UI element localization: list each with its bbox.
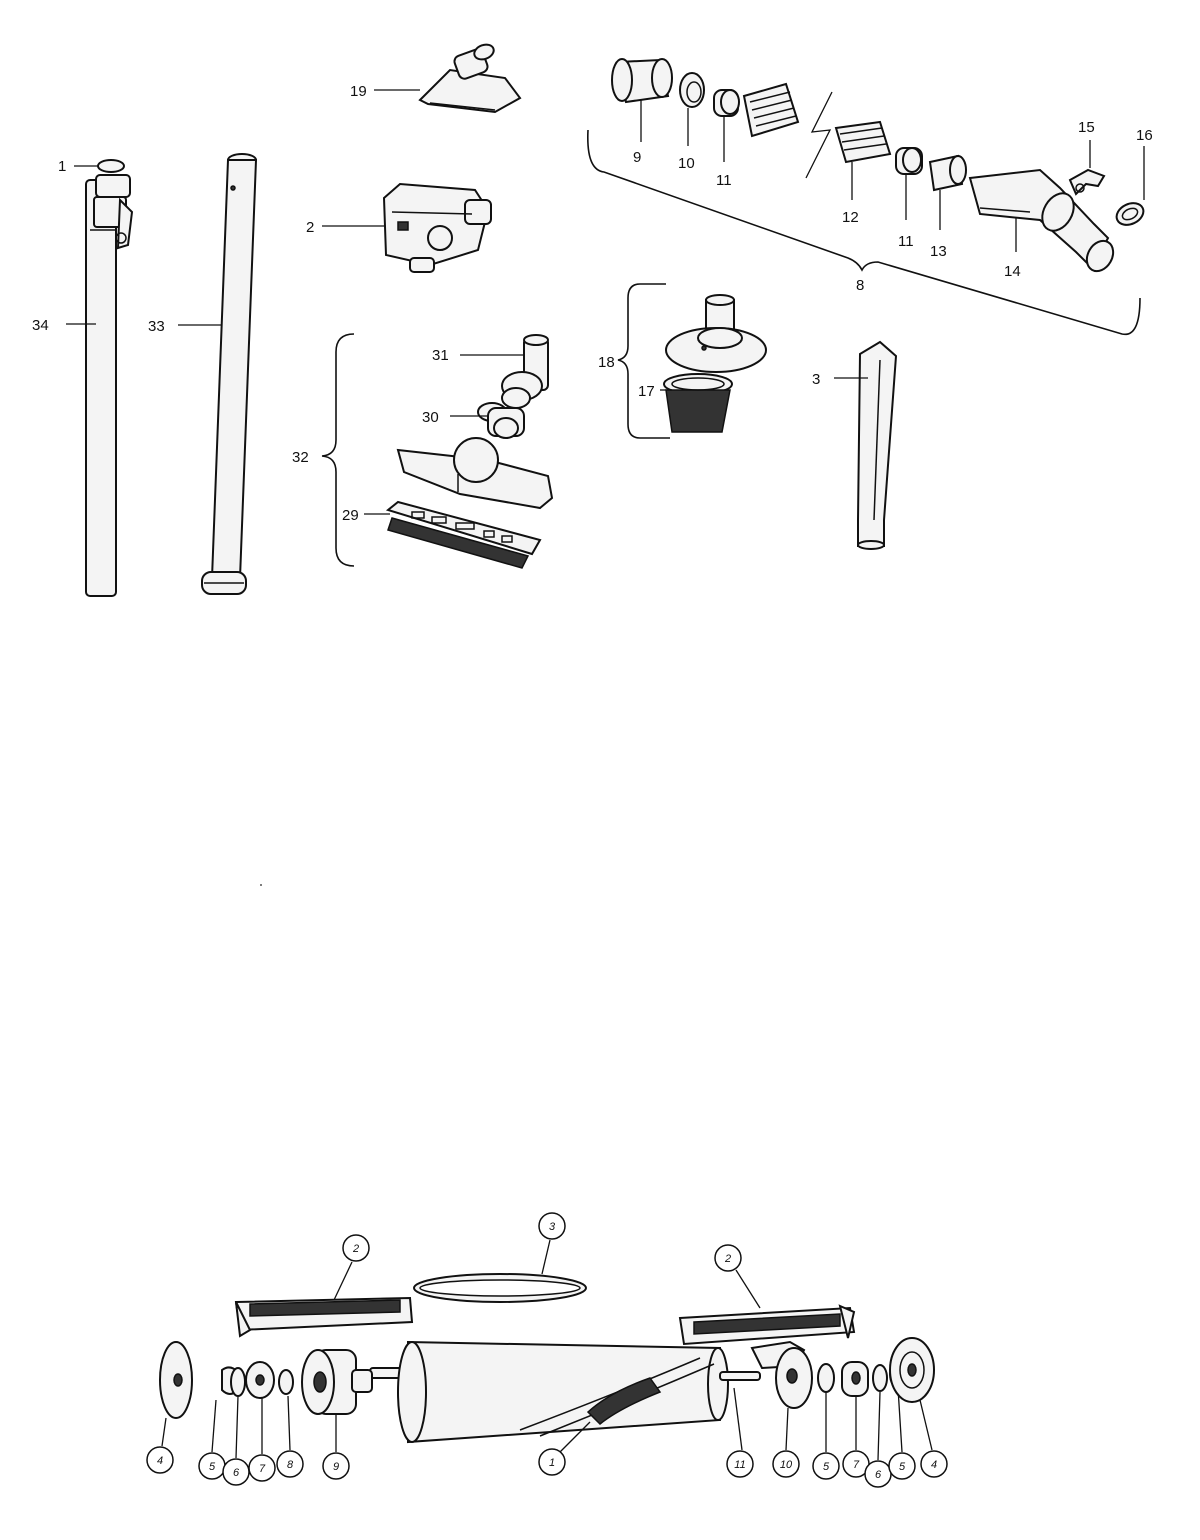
clip-15 <box>1068 168 1106 196</box>
label-14: 14 <box>1004 263 1021 280</box>
hose-section-12 <box>834 120 892 164</box>
callout-4-left <box>146 1446 174 1474</box>
end-cap-left <box>159 1341 193 1419</box>
wand-33 <box>201 153 258 595</box>
label-29: 29 <box>342 507 359 524</box>
label-c7b: 7 <box>853 1459 860 1471</box>
label-2: 2 <box>306 219 314 236</box>
label-11b: 11 <box>898 233 914 250</box>
label-c3: 3 <box>549 1221 556 1233</box>
label-c6b: 6 <box>875 1469 882 1481</box>
label-17: 17 <box>638 383 655 400</box>
callout-9 <box>322 1452 350 1480</box>
label-34: 34 <box>32 317 49 334</box>
brushroll-body <box>369 1340 761 1444</box>
label-c4a: 4 <box>157 1455 163 1467</box>
callout-2-right <box>714 1244 742 1272</box>
callout-7-left <box>248 1454 276 1482</box>
label-c7a: 7 <box>259 1463 266 1475</box>
label-c8a: 8 <box>287 1459 294 1471</box>
label-8: 8 <box>856 277 864 294</box>
end-housing-right-10 <box>750 1340 813 1409</box>
label-c5b: 5 <box>823 1461 830 1473</box>
label-18: 18 <box>598 354 615 371</box>
callout-11 <box>726 1450 754 1478</box>
bearing-left-7 <box>245 1361 275 1399</box>
bearing-right-7 <box>841 1361 869 1397</box>
hose-section-left <box>742 82 800 138</box>
swivel-elbow-31 <box>501 334 549 409</box>
callout-2-left <box>342 1234 370 1262</box>
pulley-left-9 <box>301 1349 373 1415</box>
label-c2b: 2 <box>724 1253 731 1265</box>
label-c1: 1 <box>549 1457 555 1469</box>
label-3: 3 <box>812 371 820 388</box>
dusting-brush-body-18 <box>665 294 767 373</box>
label-c9: 9 <box>333 1461 339 1473</box>
floor-nozzle-body <box>396 437 554 510</box>
end-cap-right <box>889 1337 935 1403</box>
brush-strip-right <box>678 1304 856 1346</box>
label-30: 30 <box>422 409 439 426</box>
callout-10 <box>772 1450 800 1478</box>
label-32: 32 <box>292 449 309 466</box>
clip-16 <box>1115 202 1145 226</box>
label-c5a: 5 <box>209 1461 216 1473</box>
label-c2a: 2 <box>352 1243 359 1255</box>
label-c11: 11 <box>734 1459 745 1471</box>
label-c10: 10 <box>780 1459 793 1471</box>
washer-right-5 <box>817 1363 835 1393</box>
callout-3 <box>538 1212 566 1240</box>
hose-handle-14 <box>968 168 1115 273</box>
label-1: 1 <box>58 158 66 175</box>
floor-brush-29 <box>385 500 542 569</box>
label-c6a: 6 <box>233 1467 240 1479</box>
coupling-10 <box>679 72 705 108</box>
label-12: 12 <box>842 209 859 226</box>
crevice-tool-3 <box>857 340 898 550</box>
callout-8-left <box>276 1450 304 1478</box>
callout-5-right <box>888 1452 916 1480</box>
brush-strip-left <box>234 1296 414 1338</box>
label-c4b: 4 <box>931 1459 937 1471</box>
label-10: 10 <box>678 155 695 172</box>
swivel-joint-30 <box>477 402 525 439</box>
wand-34 <box>85 159 134 597</box>
drive-belt <box>413 1273 587 1303</box>
ring-left-6 <box>230 1367 246 1397</box>
ring-11a <box>713 89 740 117</box>
label-11a: 11 <box>716 172 732 189</box>
label-31: 31 <box>432 347 449 364</box>
label-15: 15 <box>1078 119 1095 136</box>
callout-4-right <box>920 1450 948 1478</box>
callout-5-mid <box>812 1452 840 1480</box>
hose-end-9 <box>611 58 673 104</box>
ring-11b <box>895 147 923 175</box>
washer-left-8 <box>278 1369 294 1395</box>
label-9: 9 <box>633 149 641 166</box>
upholstery-nozzle-19 <box>418 43 522 114</box>
callout-1 <box>538 1448 566 1476</box>
label-c5c: 5 <box>899 1461 906 1473</box>
label-33: 33 <box>148 318 165 335</box>
brush-ring-17 <box>663 373 733 433</box>
coupling-13 <box>928 154 967 192</box>
label-13: 13 <box>930 243 947 260</box>
label-19: 19 <box>350 83 367 100</box>
ring-right-6 <box>872 1364 888 1392</box>
label-16: 16 <box>1136 127 1153 144</box>
adapter-block-2 <box>382 182 492 273</box>
